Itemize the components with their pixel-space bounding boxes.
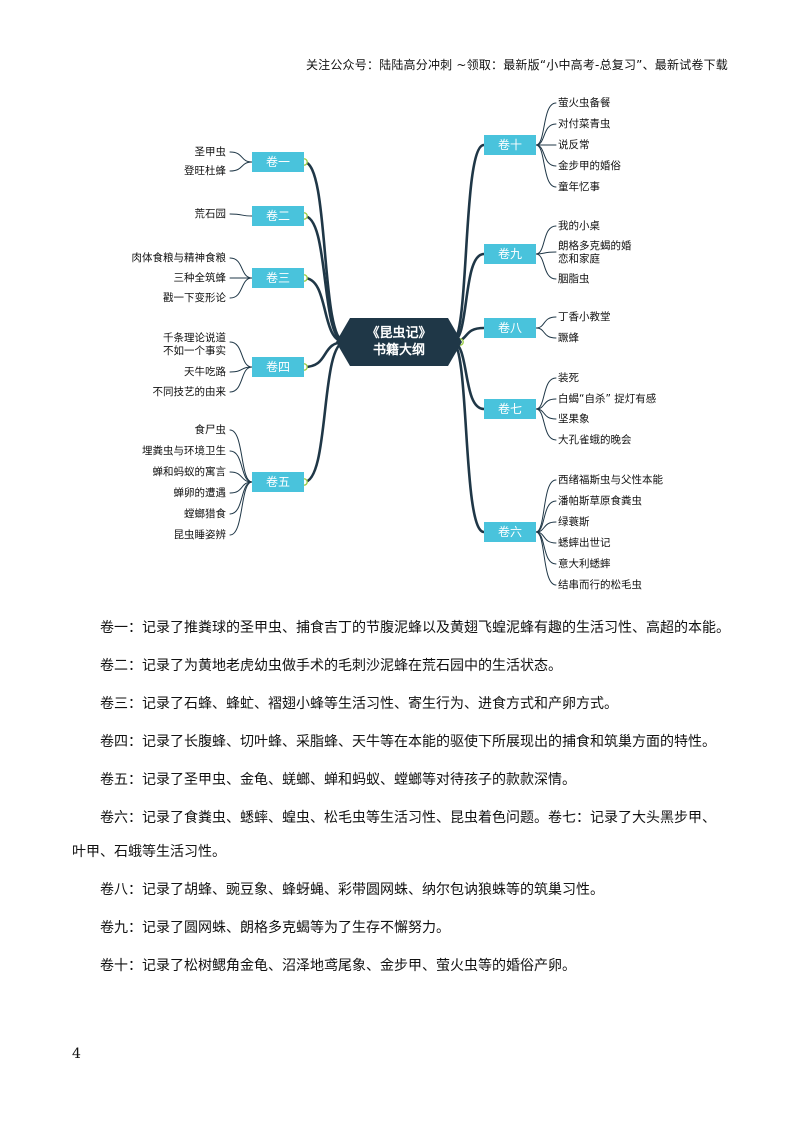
sub-branch: [229, 277, 253, 299]
volume-box-8: 卷八: [484, 318, 536, 338]
leaf-text: 童年忆事: [558, 181, 600, 193]
leaf-text: 胭脂虫: [558, 273, 590, 285]
leaf-text: 肉体食粮与精神食粮: [131, 252, 227, 264]
volume-box-6: 卷六: [484, 522, 536, 542]
sub-branch: [535, 253, 557, 280]
volume-box-9: 卷九: [484, 244, 536, 264]
paragraph-10: 卷十：记录了松树鳃角金龟、沼泽地鸢尾象、金步甲、萤火虫等的婚俗产卵。: [100, 958, 576, 974]
leaf-text: 说反常: [558, 139, 590, 151]
mind-map-branches: [229, 102, 557, 586]
mind-map-title-line1: 《昆虫记》: [366, 326, 432, 341]
main-branch: [450, 340, 486, 534]
sub-branch: [229, 257, 253, 279]
leaf-text: 对付菜青虫: [558, 118, 611, 130]
sub-branch: [535, 377, 557, 410]
sub-branch: [535, 316, 557, 329]
sub-branch: [229, 450, 253, 483]
leaf-text: 丁香小教堂: [558, 311, 611, 323]
sub-branch: [229, 161, 253, 172]
sub-branch: [535, 102, 557, 146]
leaf-text: 西绪福斯虫与父性本能: [558, 474, 663, 486]
main-branch: [302, 160, 347, 344]
leaf-text: 圣甲虫: [194, 146, 227, 158]
leaf-text: 绿蓑斯: [558, 516, 590, 528]
volume-box-4: 卷四: [252, 357, 304, 377]
paragraph-2: 卷二：记录了为黄地老虎幼虫做手术的毛刺沙泥蜂在荒石园中的生活状态。: [100, 658, 562, 674]
sub-branch: [535, 327, 557, 339]
sub-branch: [229, 429, 253, 483]
paragraph-5: 卷五：记录了圣甲虫、金龟、蜣螂、蝉和蚂蚁、螳螂等对待孩子的款款深情。: [100, 772, 576, 788]
volume-box-10: 卷十: [484, 135, 536, 155]
leaf-text: 天牛吃路: [184, 366, 226, 378]
volume-box-5: 卷五: [252, 472, 304, 492]
main-branch: [450, 143, 486, 344]
sub-branch: [535, 144, 557, 188]
leaf-text: 大孔雀蛾的晚会: [558, 434, 632, 446]
paragraph-3: 卷三：记录了石蜂、蜂虻、褶翅小蜂等生活习性、寄生行为、进食方式和产卵方式。: [100, 696, 618, 712]
sub-branch: [535, 398, 557, 410]
mind-map-title-line2: 书籍大纲: [372, 343, 425, 358]
paragraph-8: 卷八：记录了胡蜂、豌豆象、蜂蚜蝇、彩带圆网蛛、纳尔包讷狼蛛等的筑巢习性。: [100, 882, 604, 898]
volume-box-3: 卷三: [252, 268, 304, 288]
leaf-text: 装死: [558, 372, 579, 384]
main-branch: [302, 340, 347, 484]
leaf-text: 三种全筑蜂: [173, 272, 227, 284]
leaf-text: 意大利蟋蟀: [558, 558, 611, 570]
leaf-text: 食尸虫: [194, 424, 227, 436]
mind-map-center: 《昆虫记》 书籍大纲: [336, 318, 462, 366]
paragraph-9: 卷九：记录了圆网蛛、朗格多克蝎等为了生存不懈努力。: [100, 920, 450, 936]
main-branch: [302, 214, 347, 344]
leaf-text: 埋粪虫与环境卫生: [142, 445, 226, 457]
sub-branch: [229, 481, 253, 515]
sub-branch: [535, 479, 557, 533]
sub-branch: [229, 481, 253, 536]
leaf-text: 萤火虫备餐: [558, 97, 611, 109]
leaf-text: 坚果象: [558, 413, 590, 425]
leaf-text: 金步甲的婚俗: [558, 160, 621, 172]
leaf-text: 白蝎“自杀” 捉灯有感: [558, 393, 657, 405]
paragraph-4: 卷四：记录了长腹蜂、切叶蜂、采脂蜂、天牛等在本能的驱使下所展现出的捕食和筑巢方面…: [100, 734, 716, 750]
volume-box-7: 卷七: [484, 399, 536, 419]
sub-branch: [535, 225, 557, 255]
leaf-text: 昆虫睡姿辨: [173, 529, 227, 541]
leaf-text: 不同技艺的由来: [152, 386, 227, 398]
sub-branch: [229, 213, 253, 217]
page-number: 4: [72, 1046, 81, 1062]
paragraph-6: 卷六：记录了食粪虫、蟋蟀、蝗虫、松毛虫等生活习性、昆虫着色问题。卷七：记录了大头…: [100, 810, 716, 826]
leaf-text: 登旺杜蜂: [184, 165, 226, 177]
mind-map: 《昆虫记》 书籍大纲 卷一 卷二 卷三 卷四 卷五 圣甲虫 登旺杜蜂 荒石园 肉…: [0, 90, 800, 600]
leaf-text: 潘帕斯草原食粪虫: [558, 495, 642, 507]
paragraph-6-continued: 叶甲、石蛾等生活习性。: [72, 844, 226, 860]
leaf-text: 荒石园: [194, 208, 227, 220]
leaf-text: 蟋蟀出世记: [558, 537, 611, 549]
leaf-text: 千条理论说道 不如一个事实: [163, 332, 226, 357]
leaf-text: 螳螂猎食: [184, 508, 226, 520]
sub-branch: [229, 341, 253, 368]
leaf-text: 蝉和蚂蚁的寓言: [152, 466, 227, 478]
leaf-text: 我的小桌: [558, 220, 600, 232]
paragraph-1: 卷一：记录了推粪球的圣甲虫、捕食吉丁的节腹泥蜂以及黄翅飞蝗泥蜂有趣的生活习性、高…: [100, 620, 730, 636]
leaf-text: 戳一下变形论: [163, 292, 226, 304]
volume-box-1: 卷一: [252, 152, 304, 172]
leaf-text: 蝉卵的遭遇: [173, 487, 227, 499]
sub-branch: [229, 151, 253, 163]
sub-branch: [535, 500, 557, 533]
volume-box-2: 卷二: [252, 206, 304, 226]
leaf-text: 朗格多克蝎的婚 恋和家庭: [558, 240, 632, 265]
page-header: 关注公众号：陆陆高分冲刺 ~领取：最新版“小中高考-总复习”、最新试卷下载: [305, 58, 728, 72]
sub-branch: [535, 123, 557, 146]
sub-branch: [535, 521, 557, 533]
sub-branch: [535, 144, 557, 167]
sub-branch: [535, 531, 557, 586]
sub-branch: [535, 408, 557, 441]
leaf-text: 结串而行的松毛虫: [558, 579, 642, 591]
sub-branch: [535, 531, 557, 565]
sub-branch: [229, 366, 253, 393]
leaf-text: 蹶蜂: [558, 332, 579, 344]
